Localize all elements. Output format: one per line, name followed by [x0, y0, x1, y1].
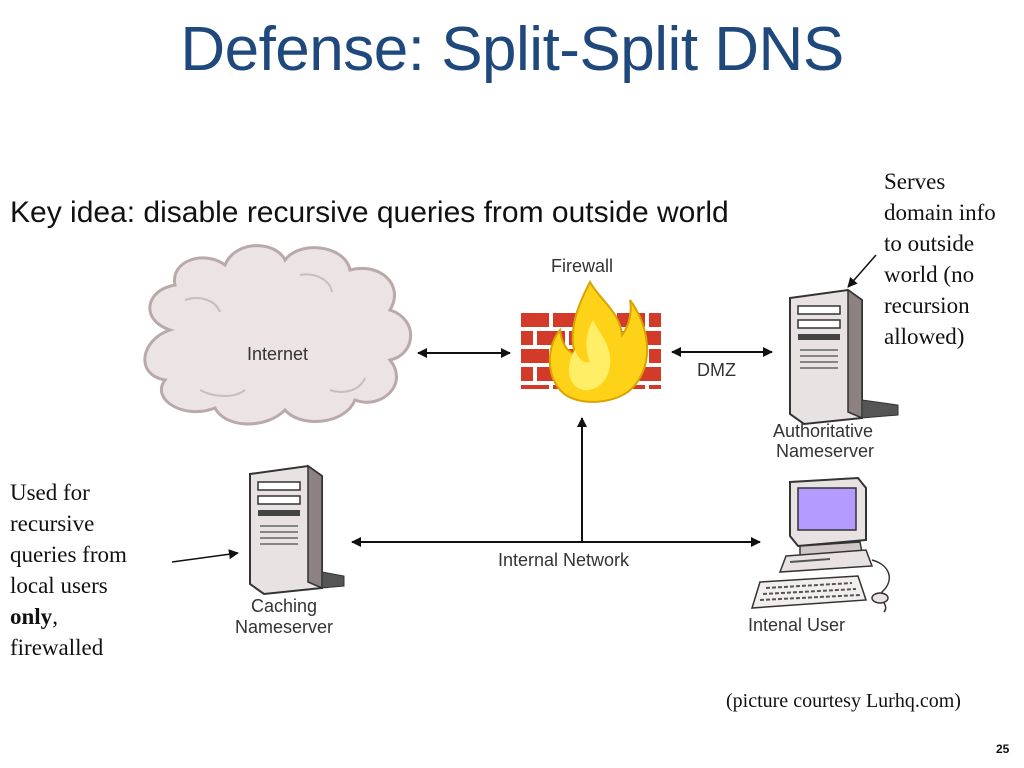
note-line: local users	[10, 573, 108, 598]
workstation-icon	[750, 476, 891, 613]
note-pointer-left	[171, 549, 239, 563]
authoritative-note: Serves domain info to outside world (no …	[884, 166, 1022, 352]
note-comma: ,	[52, 604, 58, 629]
authoritative-label-line2: Nameserver	[776, 441, 874, 461]
note-line: allowed)	[884, 324, 965, 349]
internal-user-label: Intenal User	[748, 615, 845, 635]
caching-label-line1: Caching	[251, 596, 317, 616]
caching-label-line2: Nameserver	[235, 617, 333, 637]
caching-server-icon	[249, 464, 345, 596]
note-line: firewalled	[10, 635, 104, 660]
key-idea-text: Key idea: disable recursive queries from…	[10, 196, 729, 229]
page-number: 25	[996, 742, 1010, 756]
firewall-label: Firewall	[551, 256, 613, 276]
slide-title: Defense: Split-Split DNS	[180, 15, 844, 84]
note-line: queries from	[10, 542, 127, 567]
caching-note: Used for recursive queries from local us…	[10, 477, 170, 663]
internal-network-label: Internal Network	[498, 550, 630, 570]
authoritative-server-icon	[789, 288, 899, 426]
note-line: only,	[10, 601, 170, 632]
dmz-label: DMZ	[697, 360, 736, 380]
note-line: recursion	[884, 293, 970, 318]
authoritative-label-line1: Authoritative	[773, 421, 873, 441]
picture-credit: (picture courtesy Lurhq.com)	[726, 690, 961, 712]
internet-label: Internet	[247, 344, 308, 364]
internet-cloud-icon	[143, 244, 413, 426]
firewall-icon	[519, 279, 663, 403]
note-line: to outside	[884, 231, 975, 256]
note-line: Used for	[10, 480, 90, 505]
note-line: recursive	[10, 511, 95, 536]
note-line: domain info	[884, 200, 996, 225]
note-line: world (no	[884, 262, 975, 287]
note-bold-only: only	[10, 604, 53, 629]
note-pointer-right	[847, 254, 877, 288]
note-line: Serves	[884, 169, 946, 194]
